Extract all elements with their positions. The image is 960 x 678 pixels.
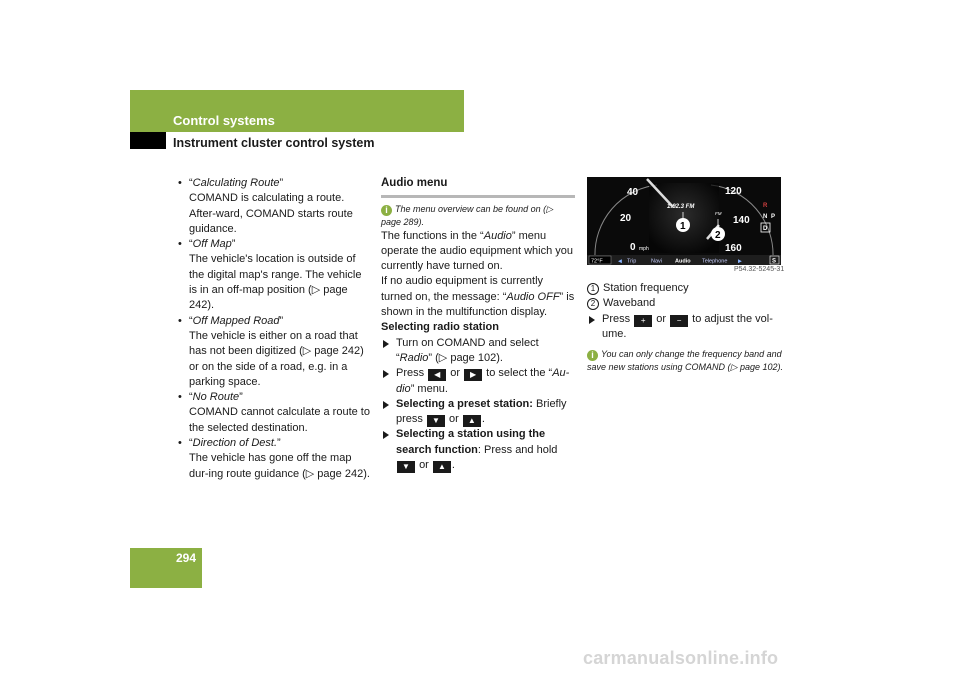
speed-unit: mph	[639, 246, 649, 252]
svg-text:2: 2	[715, 230, 721, 241]
page-number: 294	[175, 551, 196, 565]
gear-indicator: D	[763, 226, 768, 232]
up-arrow-key-icon: ▲	[432, 461, 451, 473]
s-indicator: S	[772, 259, 776, 265]
step-item: Selecting a station using the search fun…	[381, 427, 575, 473]
plus-key-icon: +	[634, 314, 653, 327]
up-arrow-key-icon: ▲	[462, 415, 481, 428]
list-item: “No Route”	[173, 390, 371, 406]
step-item: Turn on COMAND and select “Radio” (▷ pag…	[381, 336, 575, 367]
site-watermark: carmanualsonline.info	[583, 648, 779, 668]
menu-audio: Audio	[675, 259, 691, 265]
left-column: “Calculating Route” COMAND is calculatin…	[173, 176, 371, 482]
audio-menu-heading: Audio menu	[381, 177, 448, 189]
callout-number: 1	[587, 283, 599, 295]
gear-indicator: R	[763, 203, 768, 209]
list-item-description: The vehicle's location is outside of the…	[189, 253, 362, 312]
speed-label: 40	[627, 187, 639, 198]
gear-indicator: P	[771, 214, 775, 220]
speed-label: 20	[620, 213, 632, 224]
down-arrow-key-icon: ▼	[397, 461, 415, 473]
chapter-title: Control systems	[173, 113, 275, 128]
right-column: 1 Station frequency 2 Waveband Press + o…	[587, 281, 787, 373]
right-arrow-key-icon: ▶	[464, 369, 483, 382]
legend-item: 1 Station frequency	[587, 281, 787, 296]
list-item-description: COMAND cannot calculate a route to the s…	[189, 406, 370, 434]
callout-1-marker	[676, 218, 690, 232]
paragraph: The functions in the “Audio” menu operat…	[381, 229, 574, 273]
waveband-readout: FM	[715, 211, 722, 216]
list-item: “Calculating Route”	[173, 176, 371, 192]
speed-label: 160	[725, 243, 742, 254]
step-item: Selecting a preset station: Briefly pres…	[381, 397, 575, 428]
list-item-description: The vehicle is either on a road that has…	[189, 329, 364, 388]
svg-text:▶: ▶	[738, 259, 742, 265]
menu-telephone: Telephone	[702, 259, 727, 265]
down-arrow-key-icon: ▼	[426, 415, 445, 428]
callout-2-marker	[711, 227, 725, 241]
minus-key-icon: −	[670, 314, 689, 327]
section-title: Instrument cluster control system	[173, 136, 375, 150]
svg-text:◀: ◀	[618, 259, 622, 265]
speed-label: 140	[733, 215, 750, 226]
list-item-description: COMAND is calculating a route. After-war…	[189, 192, 353, 235]
list-item: “Off Mapped Road”	[173, 314, 371, 330]
legend-item: 2 Waveband	[587, 296, 787, 311]
subheading: Selecting radio station	[381, 321, 499, 334]
callout-number: 2	[587, 298, 599, 311]
menu-trip: Trip	[627, 259, 636, 265]
menu-navi: Navi	[651, 259, 662, 265]
gear-indicator: N	[763, 214, 767, 220]
legend-label: Waveband	[603, 297, 656, 310]
outside-temp: 72°F	[591, 259, 603, 265]
list-item: “Off Map”	[173, 237, 371, 253]
station-frequency-readout: 1:92.3 FM	[667, 204, 695, 210]
speed-label: 0	[630, 242, 636, 253]
heading-rule	[381, 195, 575, 199]
list-item: “Direction of Dest.”	[173, 436, 371, 452]
paragraph: If no audio equipment is currently turne…	[381, 275, 575, 319]
svg-text:1: 1	[680, 221, 686, 232]
section-tab-marker	[130, 132, 166, 149]
legend-label: Station frequency	[603, 282, 689, 294]
list-item-description: The vehicle has gone off the map dur-ing…	[189, 452, 370, 480]
figure-id: P54.32-5245-31	[734, 266, 785, 273]
speed-label: 120	[725, 186, 742, 197]
step-item: Press + or − to adjust the vol-ume.	[587, 312, 787, 343]
speed-needle	[646, 178, 674, 208]
left-arrow-key-icon: ◀	[428, 369, 447, 382]
instrument-cluster-illustration: 40 20 0 mph 120 140 160 1:92.3 FM FM 1 2…	[587, 177, 781, 265]
page-number-box: 294	[130, 548, 202, 588]
step-item: Press ◀ or ▶ to select the “Au-dio” menu…	[381, 366, 575, 397]
chapter-header-band	[130, 90, 464, 132]
info-icon: i	[587, 349, 598, 361]
info-icon: i	[381, 205, 392, 217]
